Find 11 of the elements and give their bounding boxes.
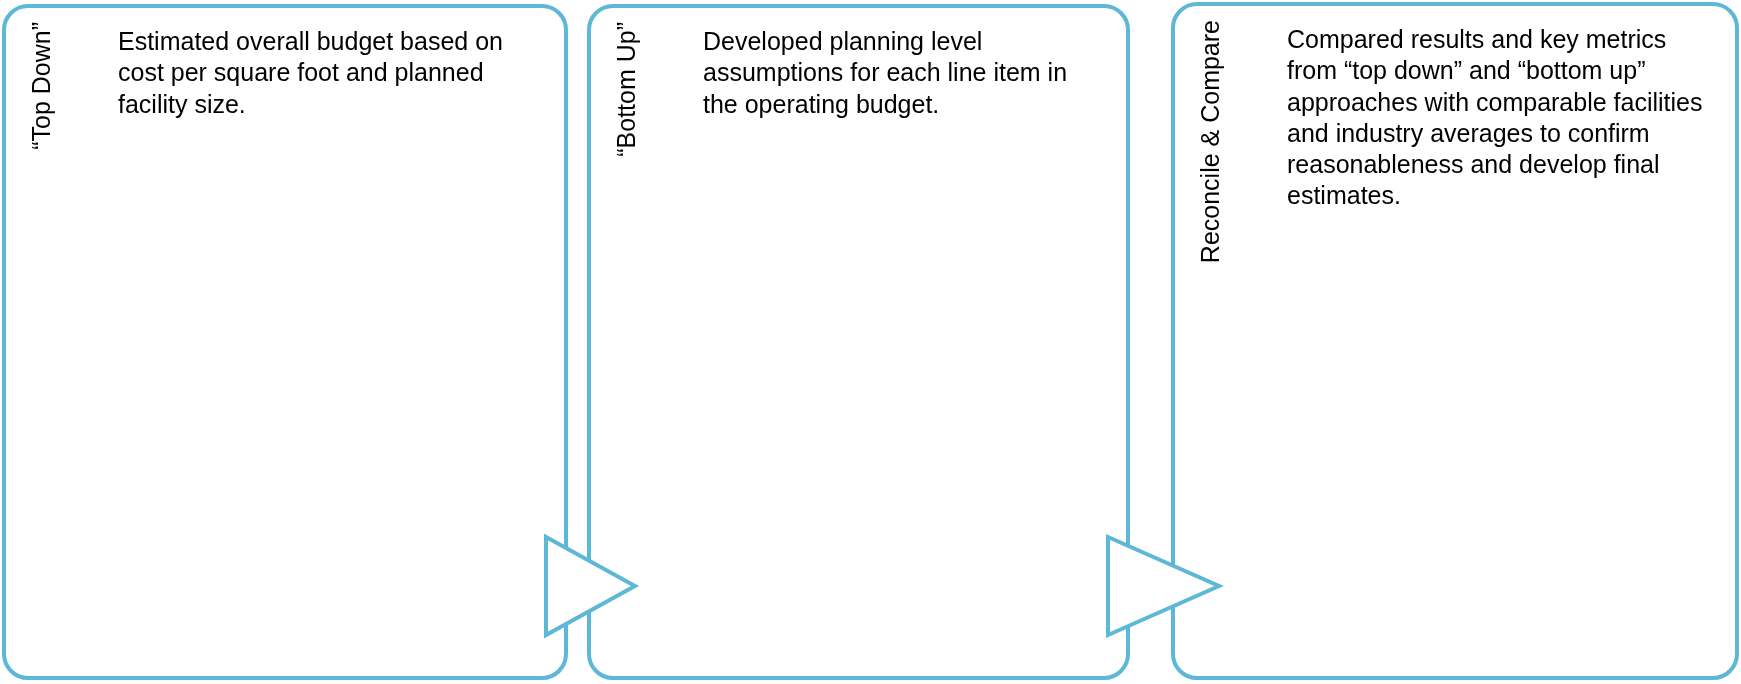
step-description: Estimated overall budget based on cost per square foot and planned facility size. <box>118 26 504 120</box>
step-box <box>1171 2 1739 680</box>
step-heading: “Bottom Up” <box>613 22 641 157</box>
chevron-arrow <box>544 533 640 639</box>
step-description: Developed planning level assumptions for each line item in the operating budget. <box>703 26 1069 120</box>
step-heading: Reconcile & Compare <box>1197 20 1225 264</box>
chevron-arrow <box>1106 533 1224 639</box>
step-description: Compared results and key metrics from “top down” and “bottom up” approaches with comparable facilities and industry averages to confirm reasonableness and develop final estimates. <box>1287 24 1704 212</box>
step-box <box>587 4 1130 680</box>
step-heading: “Top Down” <box>28 22 56 150</box>
step-box <box>2 4 568 680</box>
